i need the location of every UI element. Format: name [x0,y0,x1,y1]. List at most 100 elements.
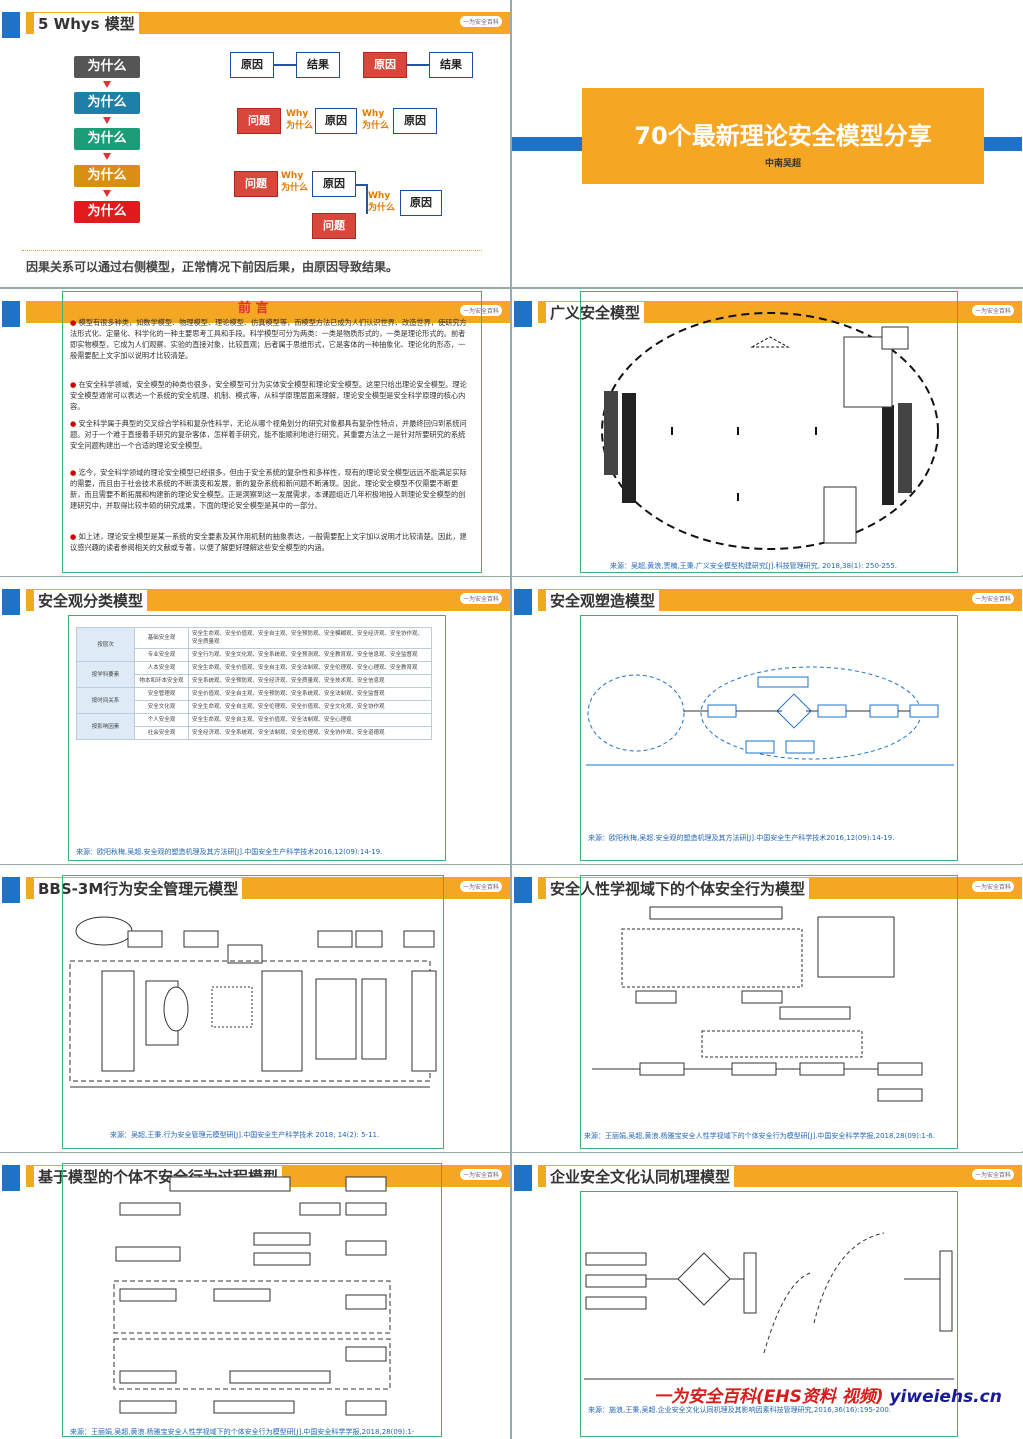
culture-diagram [584,1232,954,1380]
header-accent [2,877,20,903]
table-content-cell: 安全价值观、安全自主观、安全预防观、安全系统观、安全法制观、安全监督观 [188,687,432,701]
table-content-cell: 安全系统观、安全预防观、安全经济观、安全质量观、安全技术观、安全信息观 [188,674,432,688]
source-citation: 来源：吴超,黄浪,贾楠,王秉.广义安全模型构建研究[J].科技管理研究, 201… [610,562,898,570]
process-diagram [113,1176,391,1416]
table-type-cell: 个人安全观 [134,713,189,727]
dotted-rule [22,250,482,251]
header-accent [2,1165,20,1191]
table-content-cell: 安全生命观、安全价值观、安全自主观、安全法制观、安全伦理观、安全心理观、安全教育… [188,661,432,675]
table-row: 物本和环本安全观安全系统观、安全预防观、安全经济观、安全质量观、安全技术观、安全… [77,674,432,688]
cause-box: 原因 [315,108,357,134]
slide-unsafe-behavior-process: 基于模型的个体不安全行为过程模型 一为安全百科 来源：王丽娟,吴超,黄浪.杨雅宝… [0,1153,510,1439]
why-step: 为什么 [74,56,140,78]
slide-divider [0,863,1023,865]
source-citation: 来源：王丽娟,吴超,黄浪.杨雅宝安全人性学视域下的个体安全行为模型研[J].中国… [584,1132,935,1140]
header-bar [538,301,1022,323]
brand-logo: 一为安全百科 [459,305,502,316]
slide-general-safety-model: 广义安全模型 一为安全百科 来源：吴超,黄浪,贾楠,王秉.广义安全模型构建研究[… [512,289,1022,576]
source-citation: 来源：施浪,王秉,吴超.企业安全文化认同机理及其影响因素科技管理研究,2016,… [588,1406,892,1414]
slide-title: 安全观分类模型 [34,590,148,612]
header-accent [514,301,532,327]
content-frame [580,1191,958,1437]
table-row: 按影响因素个人安全观安全生命观、安全自主观、安全价值观、安全法制观、安全心理观 [76,713,432,740]
table-type-cell: 人本安全观 [134,661,189,675]
slide-title-cover: 70个最新理论安全模型分享 中南吴超 [512,0,1022,287]
header-accent [514,1165,532,1191]
slide-title: 安全观塑造模型 [546,590,660,612]
effect-box: 结果 [429,52,473,78]
why-step: 为什么 [74,128,140,150]
problem-box: 问题 [237,108,281,134]
down-arrow-icon [103,117,111,124]
table-category-cell: 按影响因素 [76,713,135,740]
slide-safety-view-shaping: 安全观塑造模型 一为安全百科 来源：欧阳秋梅,吴超.安全观的塑造机理及其方法研[… [512,577,1022,864]
preface-paragraph: ● 模型有很多种类，如数学模型、物理模型、理论模型、仿真模型等，而模型方法已成为… [70,318,467,360]
header-bar [26,301,510,323]
table-type-cell: 安全管理观 [134,687,189,701]
content-frame [62,1163,442,1437]
source-citation: 来源：欧阳秋梅,吴超.安全观的塑造机理及其方法研[J].中国安全生产科学技术20… [76,848,383,856]
slide-divider-vertical [510,0,512,1439]
arrow-right-icon [274,64,296,66]
slide-title: 安全人性学视域下的个体安全行为模型 [546,878,810,900]
table-row: 按学科要素人本安全观安全生命观、安全价值观、安全自主观、安全法制观、安全伦理观、… [76,661,432,688]
behavior-diagram [592,906,923,1102]
table-type-cell: 物本和环本安全观 [134,674,189,688]
cover-panel [582,88,984,184]
slide-safety-view-classification: 安全观分类模型 一为安全百科 按层次基础安全观安全生命观、安全价值观、安全自主观… [0,577,510,864]
brand-logo: 一为安全百科 [971,305,1014,316]
slide-bbs-3m-model: BBS-3M行为安全管理元模型 一为安全百科 来源：吴超,王秉.行为安全管理元模… [0,865,510,1152]
down-arrow-icon [103,190,111,197]
problem-box: 问题 [312,213,356,239]
content-frame [580,291,958,573]
down-arrow-icon [103,81,111,88]
slide-divider [0,287,1023,289]
table-content-cell: 安全生命观、安全自主观、安全价值观、安全法制观、安全心理观 [188,713,432,727]
table-content-cell: 安全生命观、安全自主观、安全伦理观、安全价值观、安全文化观、安全协作观 [188,700,432,714]
header-accent [2,589,20,615]
content-frame [62,875,444,1149]
brand-logo: 一为安全百科 [459,1169,502,1180]
cover-title: 70个最新理论安全模型分享 [634,122,932,150]
cause-box: 原因 [400,190,442,216]
brand-logo: 一为安全百科 [971,881,1014,892]
slide-5-whys: 5 Whys 模型 一为安全百科 为什么 为什么 为什么 为什么 为什么 原因 … [0,0,510,287]
classification-table: 按层次基础安全观安全生命观、安全价值观、安全自主观、安全预防观、安全模糊观、安全… [76,627,432,740]
brand-logo: 一为安全百科 [459,881,502,892]
table-type-cell: 社会安全观 [134,726,189,740]
source-citation: 来源：欧阳秋梅,吴超.安全观的塑造机理及其方法研[J].中国安全生产科学技术20… [588,834,895,842]
arrow-left-icon [407,64,429,66]
connector-line [366,184,368,214]
problem-box: 问题 [234,171,278,197]
content-frame [580,615,958,861]
preface-paragraph: ● 在安全科学领域，安全模型的种类也很多，安全模型可分为实体安全模型和理论安全模… [70,380,467,411]
preface-paragraph: ● 迄今，安全科学领域的理论安全模型已经很多，但由于安全系统的复杂性和多样性，现… [70,468,467,510]
header-accent [2,301,20,327]
source-citation: 来源：吴超,王秉.行为安全管理元模型研[J].中国安全生产科学技术 2018, … [110,1131,380,1139]
table-category-cell: 按层次 [76,627,135,662]
why-step: 为什么 [74,201,140,223]
table-row: 按层次基础安全观安全生命观、安全价值观、安全自主观、安全预防观、安全模糊观、安全… [76,627,432,662]
slide-caption: 因果关系可以通过右侧模型，正常情况下前因后果，由原因导致结果。 [26,260,399,274]
down-arrow-icon [103,153,111,160]
table-type-cell: 专业安全观 [134,648,189,662]
table-category-cell: 按时间关系 [76,687,135,714]
effect-box: 结果 [296,52,340,78]
table-type-cell: 安全文化观 [134,700,189,714]
cause-box: 原因 [393,108,437,134]
bbs-diagram [69,916,437,1088]
why-step: 为什么 [74,92,140,114]
source-citation: 来源：王丽娟,吴超,黄浪.杨雅宝安全人性学视域下的个体安全行为模型研[J].中国… [70,1428,415,1436]
connector-line [356,184,366,186]
preface-paragraph: ● 安全科学属于典型的交叉综合学科和复杂性科学，无论从哪个视角划分的研究对象都具… [70,419,467,450]
preface-paragraph: ● 如上述，理论安全模型是某一系统的安全要素及其作用机制的抽象表达，一般需要配上… [70,532,467,552]
table-content-cell: 安全行为观、安全文化观、安全系统观、安全预测观、安全教育观、安全信息观、安全监督… [188,648,432,662]
slide-divider [0,575,1023,577]
table-row: 按时间关系安全管理观安全价值观、安全自主观、安全预防观、安全系统观、安全法制观、… [76,687,432,714]
content-frame [68,615,446,861]
slide-title: 广义安全模型 [546,302,645,324]
